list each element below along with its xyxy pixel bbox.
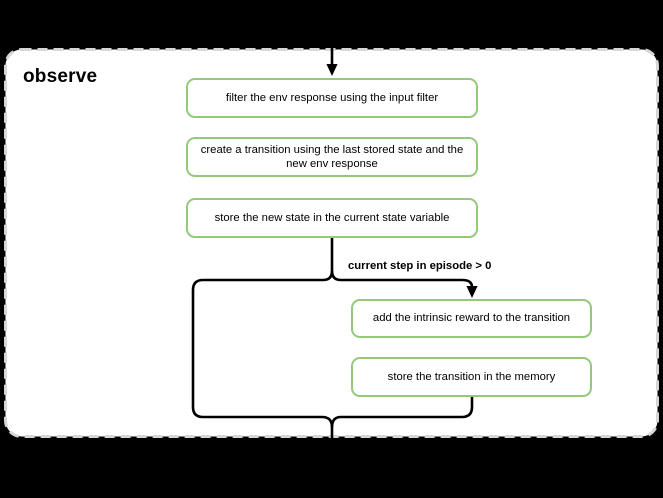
node-filter-env-response: filter the env response using the input … — [186, 78, 478, 118]
node-label: create a transition using the last store… — [200, 143, 464, 170]
connector-condition-branch — [330, 270, 474, 288]
node-label: filter the env response using the input … — [225, 91, 439, 104]
node-create-transition: create a transition using the last store… — [186, 137, 478, 177]
diagram-title: observe — [23, 66, 98, 87]
connector-merge-branch — [330, 397, 474, 428]
entry-arrowhead-icon — [326, 64, 338, 76]
node-label: store the new state in the current state… — [214, 211, 450, 224]
connector-bypass-branch — [191, 238, 334, 444]
condition-arrowhead-icon — [466, 286, 478, 298]
node-label: store the transition in the memory — [387, 370, 556, 383]
node-store-new-state: store the new state in the current state… — [186, 198, 478, 238]
condition-label: current step in episode > 0 — [348, 260, 492, 272]
node-store-transition: store the transition in the memory — [351, 357, 592, 397]
node-add-intrinsic-reward: add the intrinsic reward to the transiti… — [351, 299, 592, 338]
node-label: add the intrinsic reward to the transiti… — [372, 312, 571, 325]
